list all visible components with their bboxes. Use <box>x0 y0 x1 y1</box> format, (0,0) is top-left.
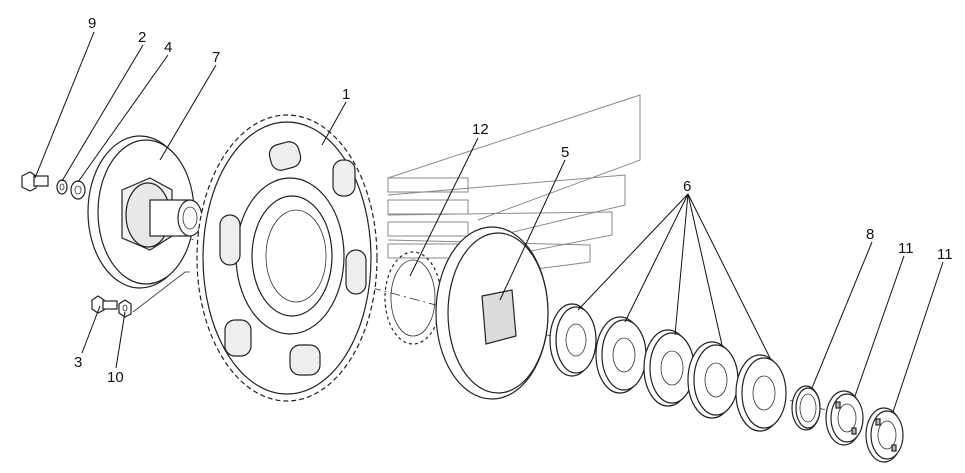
part-8-ring <box>791 385 821 431</box>
label-9: 9 <box>88 15 96 32</box>
spacer-ring <box>549 303 597 377</box>
leader-lines <box>34 31 944 413</box>
part-9-bolt <box>21 171 49 192</box>
part-5-disc <box>435 226 549 400</box>
label-5: 5 <box>561 144 569 161</box>
label-6: 6 <box>683 178 691 195</box>
spacer-ring <box>687 341 739 419</box>
label-11-second: 11 <box>937 246 953 263</box>
part-11-slotted-nut <box>865 407 904 463</box>
label-2: 2 <box>138 29 146 46</box>
part-2-lock-washer <box>56 179 68 195</box>
label-7: 7 <box>212 49 220 66</box>
part-12-chain <box>384 251 442 345</box>
part-10-nut <box>118 299 132 318</box>
part-1-sprocket <box>196 114 378 402</box>
part-3-bolt <box>91 295 118 314</box>
label-12: 12 <box>472 121 489 138</box>
label-11-first: 11 <box>898 240 914 257</box>
part-6-spacer-rings <box>549 303 787 432</box>
spacer-ring <box>595 316 647 394</box>
label-4: 4 <box>164 39 172 56</box>
bolt-leader-path <box>132 271 190 313</box>
part-7-flange-hub <box>87 135 203 289</box>
label-8: 8 <box>866 226 874 243</box>
label-3: 3 <box>74 354 82 371</box>
part-11-slotted-nut <box>825 390 864 446</box>
spacer-ring <box>735 354 787 432</box>
label-1: 1 <box>342 86 350 103</box>
part-4-flat-washer <box>70 180 86 200</box>
label-10: 10 <box>107 369 124 386</box>
spacer-ring <box>643 329 695 407</box>
